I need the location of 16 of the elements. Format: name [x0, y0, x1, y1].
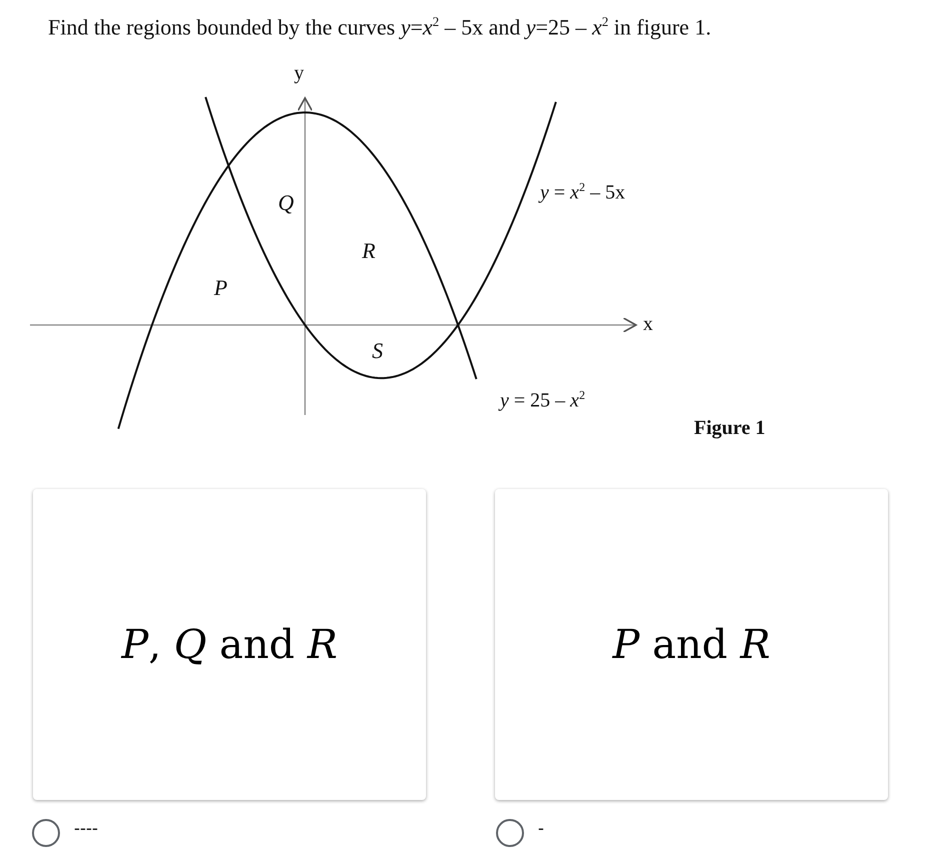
axis-label: y — [294, 62, 304, 85]
axis-label: x — [643, 313, 653, 336]
answer-card — [33, 489, 426, 800]
curve-label: y = 25 – x$^{2}$ — [500, 388, 586, 413]
answer-text: P and R — [612, 622, 770, 668]
answer-text: P, Q and R — [122, 622, 338, 668]
option-text: - — [538, 818, 544, 839]
option-text: ---- — [74, 818, 98, 839]
curve-label: y = x$^{2}$ – 5x — [540, 180, 626, 205]
figure-caption: Figure 1 — [694, 417, 766, 440]
question-text: Find the regions bounded by the curves y=x$^{2}$ – 5x and y=25 – x$^{2}$ in figure 1. — [48, 14, 712, 40]
answer-card — [495, 489, 888, 800]
region-label: Q — [278, 190, 294, 216]
region-label: P — [214, 275, 228, 301]
region-label: R — [362, 238, 376, 264]
region-label: S — [372, 338, 383, 364]
